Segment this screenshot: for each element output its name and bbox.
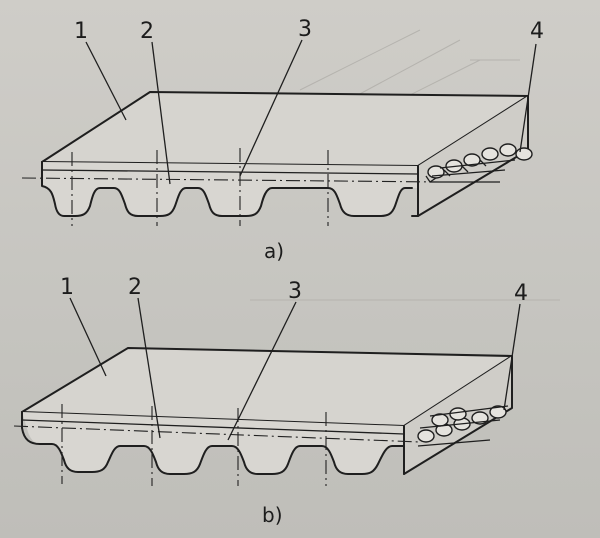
label-a-4: 4 — [530, 19, 544, 44]
belt-b-leaders — [69, 297, 521, 441]
belt-a-top-surface — [42, 92, 528, 168]
belt-b-top-surface — [22, 348, 512, 426]
label-a-3: 3 — [298, 17, 312, 42]
label-a-2: 2 — [140, 19, 154, 44]
belt-a-pitch-line — [21, 177, 441, 183]
label-b-2: 2 — [128, 275, 142, 300]
belt-a: 1 2 3 4 a) — [21, 17, 544, 263]
caption-a: a) — [264, 239, 284, 263]
caption-b: b) — [262, 503, 283, 527]
belt-b-tension-cords — [417, 405, 509, 447]
belt-b-pitch-line — [13, 425, 421, 443]
belt-a-tension-cords — [425, 143, 533, 183]
label-b-1: 1 — [60, 275, 74, 300]
belt-b: 1 2 3 4 b) — [13, 275, 528, 527]
background-ghost-lines — [250, 29, 560, 301]
belt-a-tooth-axes — [71, 148, 329, 226]
label-a-1: 1 — [74, 19, 88, 44]
label-b-3: 3 — [288, 279, 302, 304]
belt-b-front-face — [22, 412, 404, 474]
label-b-4: 4 — [514, 281, 528, 306]
belt-a-leaders — [85, 39, 537, 185]
belt-a-front-face — [42, 162, 418, 216]
